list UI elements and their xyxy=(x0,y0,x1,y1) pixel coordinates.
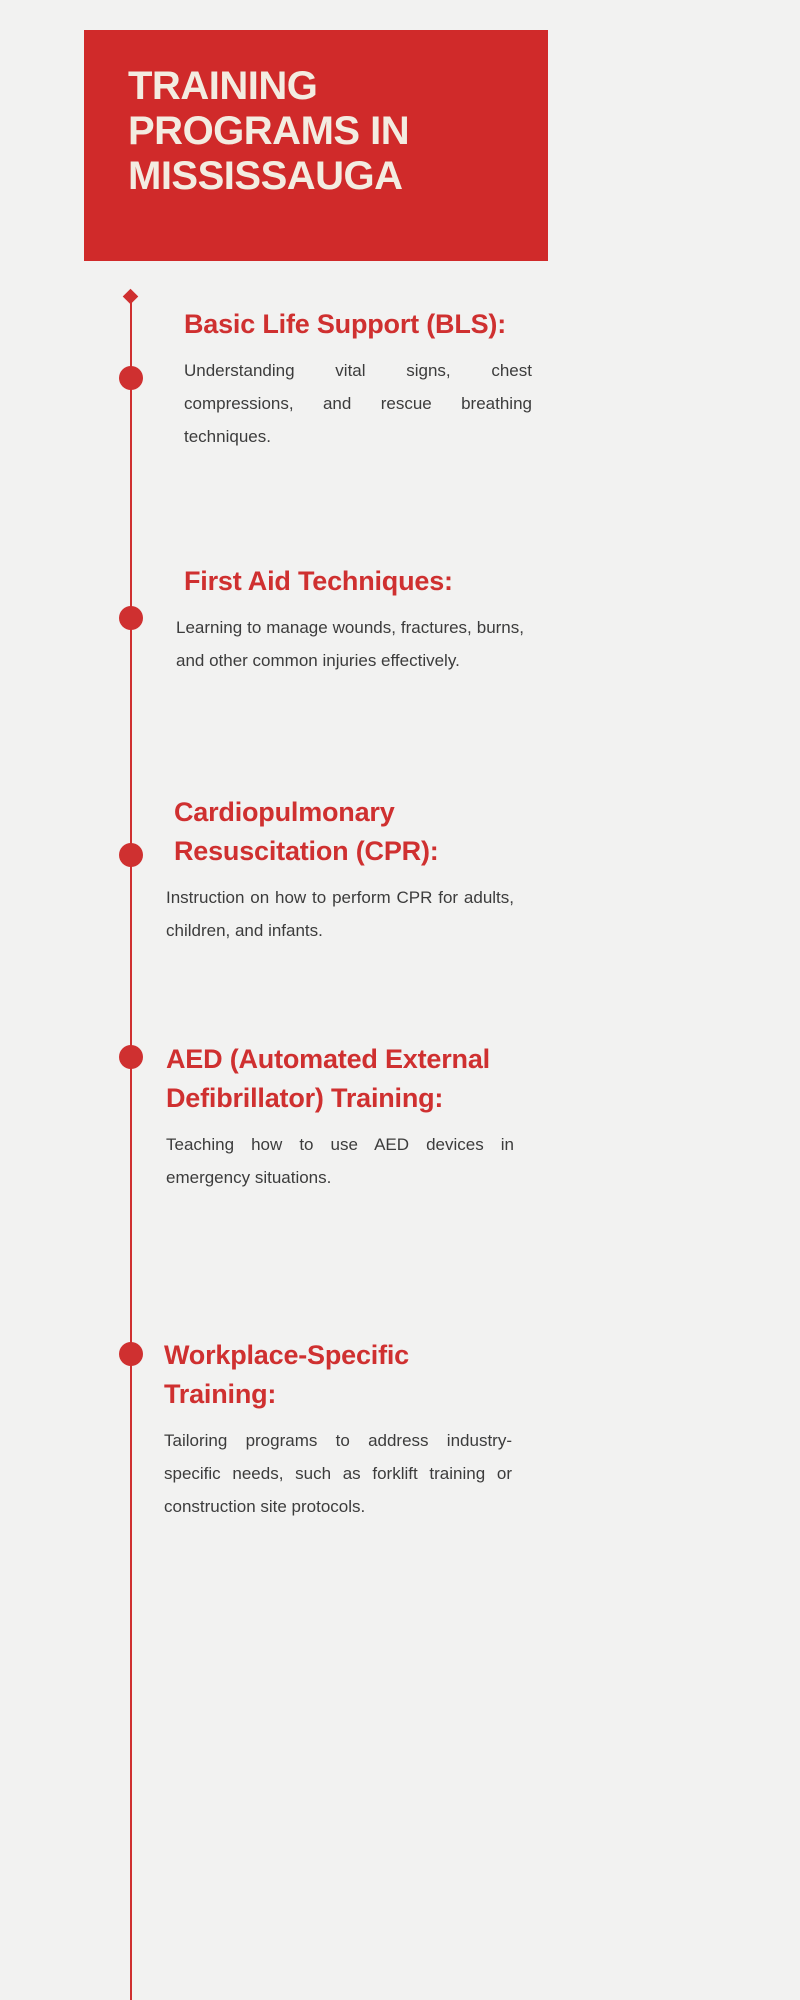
section-heading: AED (Automated External Defibrillator) T… xyxy=(166,1044,490,1113)
section-body: Teaching how to use AED devices in emerg… xyxy=(166,1134,514,1187)
section-body: Learning to manage wounds, fractures, bu… xyxy=(176,617,524,671)
section-heading: Basic Life Support (BLS): xyxy=(184,309,507,339)
timeline-dot-1 xyxy=(119,366,143,390)
section-body: Instruction on how to perform CPR for ad… xyxy=(166,887,514,940)
timeline-rail xyxy=(130,296,132,2000)
section-body: Tailoring programs to address industry-s… xyxy=(164,1430,512,1517)
timeline-section-2: First Aid Techniques: Learning to manage… xyxy=(176,562,534,677)
timeline-dot-4 xyxy=(119,1045,143,1069)
timeline-dot-3 xyxy=(119,843,143,867)
section-heading: First Aid Techniques: xyxy=(184,566,453,596)
section-heading: Workplace-Specific Training: xyxy=(164,1340,409,1409)
timeline-dot-5 xyxy=(119,1342,143,1366)
timeline-section-3: Cardiopulmonary Resuscitation (CPR): Ins… xyxy=(166,793,534,947)
page-title: TRAINING PROGRAMS IN MISSISSAUGA xyxy=(128,64,410,198)
timeline-section-4: AED (Automated External Defibrillator) T… xyxy=(166,1040,526,1194)
timeline-section-5: Workplace-Specific Training: Tailoring p… xyxy=(164,1336,524,1523)
timeline-section-1: Basic Life Support (BLS): Understanding … xyxy=(184,305,534,453)
section-heading: Cardiopulmonary Resuscitation (CPR): xyxy=(174,797,439,866)
header-banner: TRAINING PROGRAMS IN MISSISSAUGA xyxy=(84,30,548,261)
timeline-dot-2 xyxy=(119,606,143,630)
section-body: Understanding vital signs, chest compres… xyxy=(184,360,532,447)
